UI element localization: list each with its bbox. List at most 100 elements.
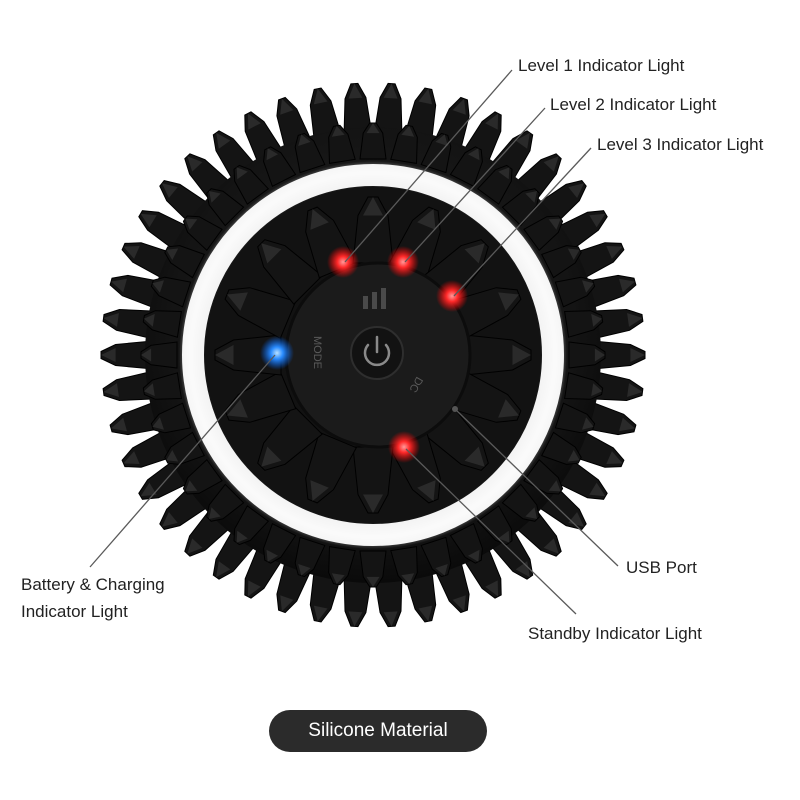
outer-spike-face	[280, 595, 294, 612]
middle-spike-face	[591, 383, 603, 397]
outer-spike-face	[162, 183, 178, 198]
outer-spike-face	[627, 313, 643, 327]
outer-spike-face	[383, 83, 398, 99]
middle-spike-face	[266, 148, 278, 161]
leader-battery	[89, 354, 276, 568]
outer-spike-face	[216, 561, 231, 578]
inner-spike-face	[215, 345, 234, 365]
middle-spike-face	[548, 218, 561, 230]
middle-spike-face	[567, 248, 580, 260]
middle-spike-face	[582, 280, 594, 293]
outer-spike-face	[543, 156, 559, 172]
battery-label-line-1: Battery & Charging	[21, 575, 165, 594]
outer-spike-face	[280, 98, 294, 115]
outer-spike-face	[485, 580, 499, 597]
middle-spike-face	[435, 564, 448, 576]
level-1-indicator-label: Level 1 Indicator Light	[518, 56, 685, 75]
middle-spike-face	[236, 530, 248, 543]
middle-spike-face	[498, 167, 510, 180]
outer-spike-face	[187, 538, 203, 554]
outer-spike-face	[313, 605, 328, 622]
inner-spike-face	[363, 197, 383, 216]
middle-spike-face	[525, 507, 537, 519]
inner-spike-face	[261, 446, 282, 467]
inner-spike-face	[512, 345, 531, 365]
outer-spike-face	[589, 213, 606, 228]
battery-label-line-2: Indicator Light	[21, 602, 128, 621]
inner-spike-face	[363, 494, 383, 513]
outer-spike-face	[111, 417, 127, 432]
outer-spike-face	[103, 313, 119, 327]
middle-spike-face	[468, 549, 480, 562]
outer-spike-face	[123, 451, 140, 464]
outer-spike-face	[568, 512, 584, 527]
middle-spike-face	[366, 576, 380, 587]
inner-spike-face	[417, 480, 436, 501]
outer-spike-face	[247, 580, 261, 597]
inner-spike-face	[498, 292, 519, 311]
outer-spike-face	[619, 417, 635, 432]
middle-spike-face	[594, 348, 605, 362]
leader-usb	[455, 409, 619, 567]
outer-spike-face	[111, 278, 127, 293]
outer-spike-face	[589, 482, 606, 497]
leader-level-1	[344, 69, 513, 263]
outer-spike-face	[418, 88, 433, 105]
outer-spike-face	[140, 213, 157, 228]
middle-spike-face	[591, 313, 603, 327]
outer-spike-face	[103, 383, 119, 397]
outer-spike-face	[606, 246, 623, 259]
standby-indicator-label: Standby Indicator Light	[528, 624, 702, 643]
middle-spike-face	[298, 134, 311, 146]
middle-spike-face	[331, 573, 345, 585]
inner-spike-face	[310, 209, 329, 230]
outer-spike-face	[627, 383, 643, 397]
level-2-indicator-label: Level 2 Indicator Light	[550, 95, 717, 114]
level-1-indicator-light	[327, 246, 359, 278]
inner-spike-face	[498, 399, 519, 418]
inner-spike-face	[464, 243, 485, 264]
outer-spike-face	[485, 113, 499, 130]
outer-spike-face	[162, 512, 178, 527]
outer-spike-face	[452, 595, 466, 612]
level-3-indicator-label: Level 3 Indicator Light	[597, 135, 764, 154]
leader-level-2	[404, 107, 546, 263]
middle-spike-face	[185, 480, 198, 492]
level-bars-icon	[363, 288, 386, 309]
power-icon	[363, 335, 391, 367]
leader-level-3	[453, 147, 592, 297]
mode-text: MODE	[311, 336, 323, 369]
middle-spike-face	[331, 125, 345, 137]
inner-spike-ring	[214, 196, 532, 514]
middle-spike-face	[366, 123, 380, 134]
middle-spike-face	[582, 417, 594, 430]
inner-spike-face	[464, 446, 485, 467]
inner-spike-face	[261, 243, 282, 264]
middle-spike-face	[401, 125, 415, 137]
outer-spike-face	[313, 88, 328, 105]
inner-spike-face	[417, 209, 436, 230]
middle-spike-face	[525, 191, 537, 203]
outer-spike-face	[383, 611, 398, 627]
middle-spike-face	[498, 530, 510, 543]
outer-spike-face	[606, 451, 623, 464]
outer-spike-face	[630, 348, 645, 362]
outer-spike-face	[543, 538, 559, 554]
inner-spike-face	[310, 480, 329, 501]
middle-spike-face	[152, 280, 164, 293]
middle-spike-face	[236, 167, 248, 180]
outer-spike-face	[568, 183, 584, 198]
middle-spike-face	[185, 218, 198, 230]
outer-spike-face	[515, 132, 530, 149]
silicone-material-badge: Silicone Material	[269, 710, 487, 752]
outer-spike-face	[140, 482, 157, 497]
outer-spike-face	[187, 156, 203, 172]
inner-spike-face	[227, 399, 248, 418]
outer-spike-face	[348, 611, 363, 627]
middle-spike-face	[209, 191, 221, 203]
middle-spike-face	[166, 248, 179, 260]
outer-spike-face	[418, 605, 433, 622]
level-2-indicator-light	[387, 246, 419, 278]
middle-spike-face	[141, 348, 152, 362]
